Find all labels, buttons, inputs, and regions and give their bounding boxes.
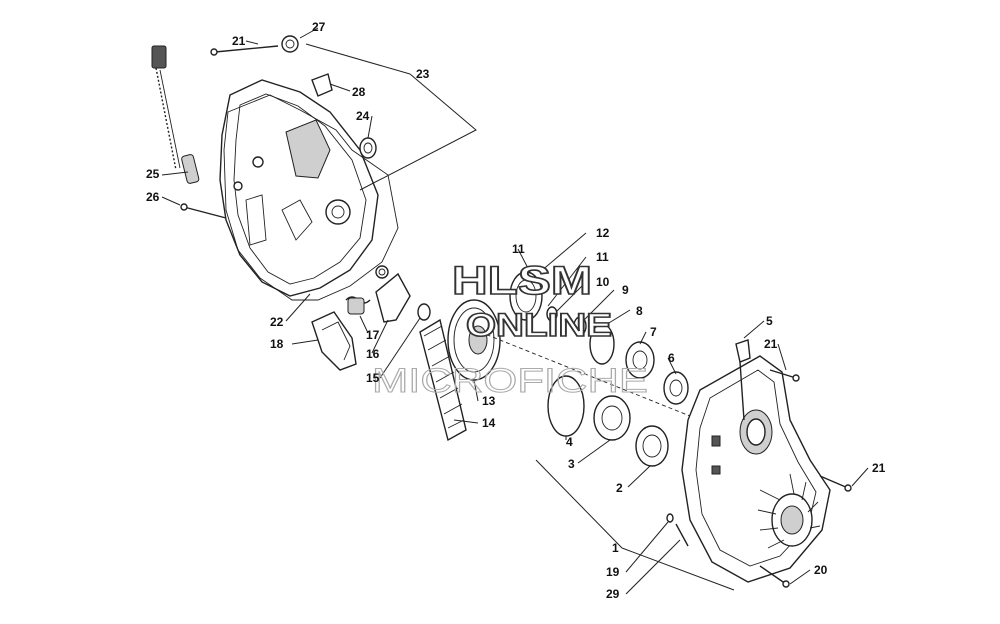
washer-10 [546,306,558,322]
drive-chain-14 [419,318,467,442]
callout-6: 6 [668,351,675,365]
callout-22: 22 [270,315,284,329]
callout-9: 9 [622,283,629,297]
callout-21-right-upper: 21 [764,337,778,351]
callout-11b: 11 [596,250,609,264]
speed-sensor [151,45,200,184]
callout-18: 18 [270,337,284,351]
callout-27: 27 [312,20,326,34]
pin-29 [675,523,689,547]
callout-labels: 21 27 23 28 24 25 26 22 17 18 16 15 13 1… [146,20,886,601]
callout-19: 19 [606,565,620,579]
seal-2 [635,425,669,467]
bearing-7 [625,341,655,379]
callout-3: 3 [568,457,575,471]
chain-guide-detail [321,321,351,361]
tensioner-arm-16 [375,265,411,323]
dowel-19 [666,513,674,523]
callout-21-right-lower: 21 [872,461,886,475]
leader-lines [161,27,869,595]
callout-2: 2 [616,481,623,495]
callout-13: 13 [482,394,496,408]
callout-25: 25 [146,167,160,181]
bolt-20 [759,565,790,588]
bolt-21-top [210,45,279,56]
seal-6 [663,371,689,405]
callout-28: 28 [352,85,366,99]
breather-fitting-5 [735,339,751,421]
bolt-21-right-upper [769,369,800,382]
watermark-line3: MICROFICHE [372,362,648,400]
tensioner-spring-17 [345,296,371,315]
callout-15: 15 [366,371,380,385]
lower-sprocket-13 [447,299,501,381]
callout-26: 26 [146,190,160,204]
clip-27 [281,35,299,53]
callout-5: 5 [766,314,773,328]
callout-16: 16 [366,347,380,361]
bolt-21-right-lower [819,475,852,492]
chain-case-housing [681,355,831,583]
cover-gasket [223,94,399,301]
bearing-3 [593,395,631,441]
watermark: HLSM ONLINE MICROFICHE [372,258,649,400]
callout-8: 8 [636,304,643,318]
callout-14: 14 [482,416,496,430]
ring-15 [417,303,431,321]
callout-17: 17 [366,328,380,342]
chain-guide-18 [311,311,357,371]
callout-21-top: 21 [232,34,246,48]
callout-23: 23 [416,67,430,81]
ring-9 [573,316,587,336]
callout-20: 20 [814,563,828,577]
shaft-axis [479,331,701,421]
chain-case-cover [219,79,379,297]
callout-1: 1 [612,541,619,555]
upper-sprocket-12 [509,271,543,321]
watermark-line2: ONLINE [466,307,612,343]
callout-11a: 11 [512,242,525,256]
seal-24 [359,137,377,159]
o-ring-8 [589,323,615,365]
callout-29: 29 [606,587,620,601]
callout-10: 10 [596,275,610,289]
plug-28 [311,73,333,97]
callout-24: 24 [356,109,370,123]
watermark-line1: HLSM [452,259,592,303]
bolt-26 [180,203,227,219]
callout-4: 4 [566,435,573,449]
callout-12: 12 [596,226,610,240]
callout-7: 7 [650,325,657,339]
